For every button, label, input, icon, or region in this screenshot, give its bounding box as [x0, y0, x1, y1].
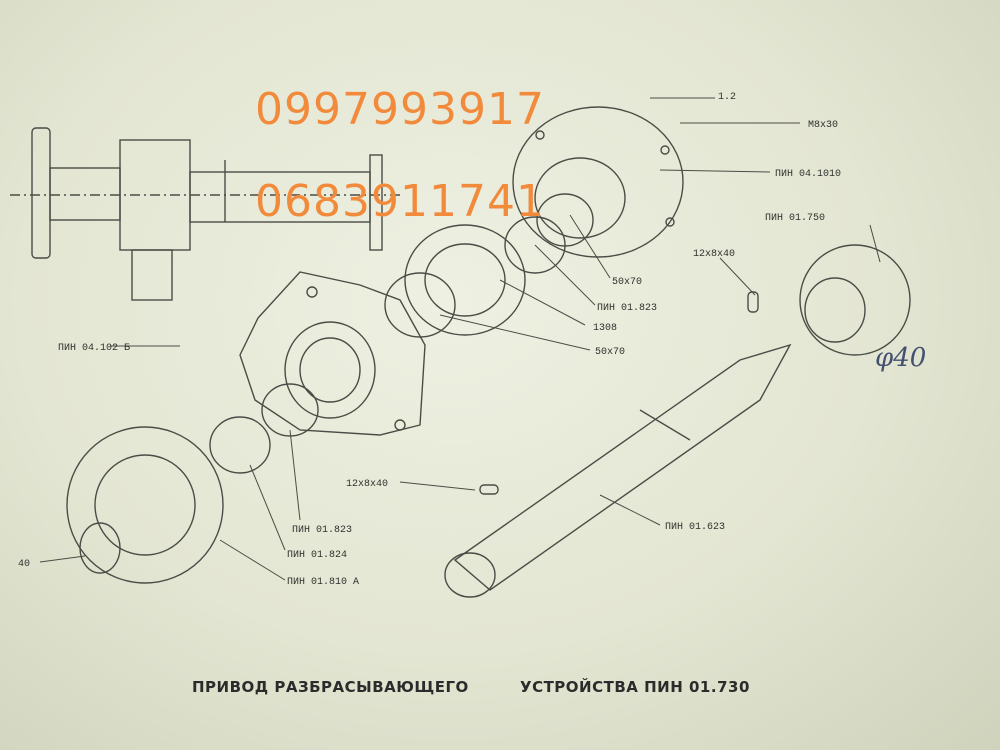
housing	[239, 271, 426, 436]
spacer-ring	[209, 416, 271, 474]
label-screw: М8х30	[808, 120, 838, 131]
sprocket-small	[799, 244, 911, 356]
ring-lower	[261, 383, 319, 437]
label-shaft: ПИН 01.623	[665, 522, 725, 533]
caption-left: ПРИВОД РАЗБРАСЫВАЮЩЕГО	[192, 678, 469, 696]
label-bolt: 1.2	[718, 92, 736, 103]
label-key-top: 12х8х40	[693, 249, 735, 260]
key-bottom	[479, 484, 499, 495]
phone-number-1: 0997993917	[255, 84, 545, 135]
label-40: 40	[18, 559, 30, 570]
label-sprocket-small: ПИН 01.750	[765, 213, 825, 224]
label-spacer: ПИН 01.824	[287, 550, 347, 561]
handwritten-diameter: φ40	[875, 343, 927, 373]
bearing	[404, 193, 594, 336]
label-bearing: 1308	[593, 323, 617, 334]
caption-right: УСТРОЙСТВА ПИН 01.730	[520, 678, 750, 696]
shaft	[444, 343, 792, 598]
label-key-bottom: 12х8х40	[346, 479, 388, 490]
label-ring-top: ПИН 01.823	[597, 303, 657, 314]
assembly-drawing	[10, 127, 400, 301]
label-assembly: ПИН 04.102 Б	[58, 343, 130, 354]
cover-disk	[512, 106, 684, 258]
key-top	[747, 291, 759, 313]
label-cover: ПИН 04.1010	[775, 169, 841, 180]
label-seal-top: 50х70	[612, 277, 642, 288]
label-ring-low: ПИН 01.823	[292, 525, 352, 536]
sprocket-large	[66, 426, 224, 584]
phone-number-2: 0683911741	[255, 176, 545, 227]
label-sprocket-big: ПИН 01.810 А	[287, 577, 359, 588]
seal-ring	[384, 272, 456, 338]
label-seal-mid: 50х70	[595, 347, 625, 358]
